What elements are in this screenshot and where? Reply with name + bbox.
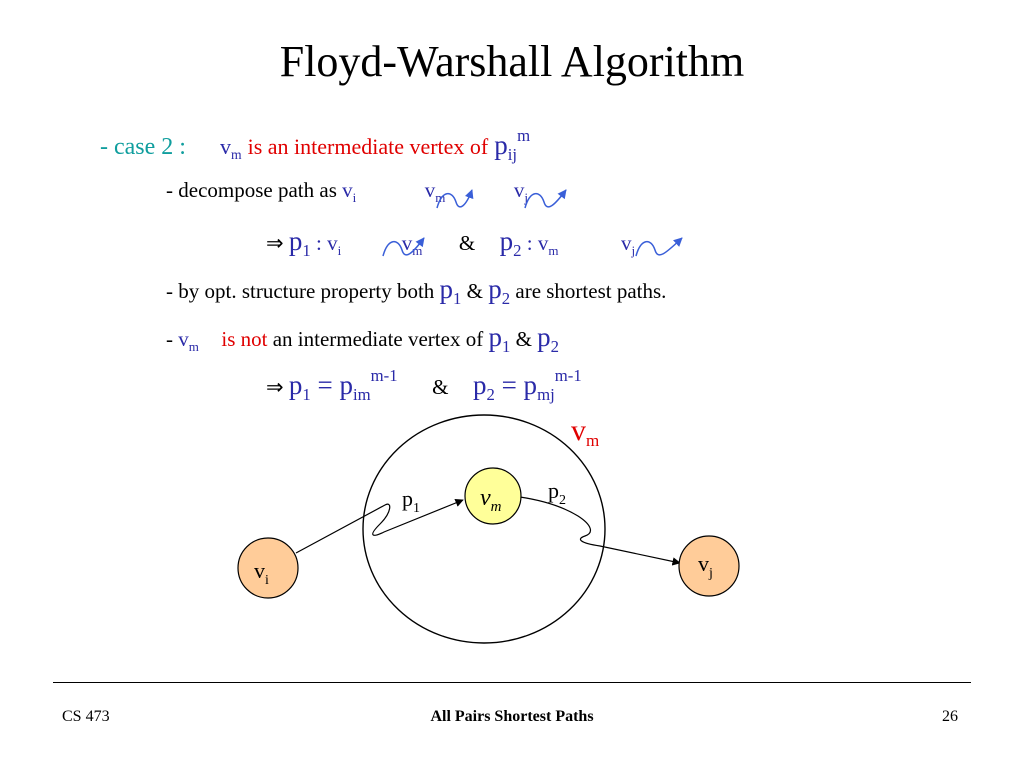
implies-line-2: ⇒ p1 = pimm-1 & p2 = pmjm-1	[266, 366, 582, 405]
vertex-vj	[678, 535, 740, 597]
ampersand: &	[515, 327, 532, 351]
path-p2	[519, 496, 681, 566]
pij-symbol: pijm	[494, 126, 531, 165]
p2-label: p2	[548, 478, 566, 508]
p1-label: p1	[402, 486, 420, 516]
wavy-arrow-icon	[635, 237, 683, 257]
dash: -	[166, 327, 179, 351]
case-line: - case 2 : vm is an intermediate vertex …	[100, 126, 531, 165]
decompose-text: - decompose path as	[166, 178, 337, 202]
vi-label: vi	[254, 558, 269, 588]
vj-symbol: vj	[621, 231, 636, 258]
not-intermediate-line: - vm is not an intermediate vertex of p1…	[166, 322, 560, 357]
p1-symbol: p1	[288, 226, 311, 261]
ampersand: &	[432, 375, 449, 399]
wavy-arrow-icon	[382, 237, 425, 257]
ampersand: &	[466, 279, 483, 303]
vm-symbol: vm	[424, 178, 446, 205]
set-label: vm	[571, 414, 599, 450]
vj-symbol: vj	[513, 178, 528, 205]
footer-divider	[53, 682, 971, 683]
vj-label: vj	[698, 551, 713, 581]
vm-label: vm	[480, 485, 502, 515]
path-p1	[295, 498, 464, 554]
vm-symbol: vm	[219, 134, 242, 163]
vi-symbol: vi	[342, 178, 357, 205]
not-intermediate-text: an intermediate vertex of	[272, 327, 484, 351]
ampersand: &	[458, 231, 476, 255]
p2-symbol: p2	[499, 226, 522, 261]
slide-number: 26	[942, 708, 958, 725]
p2-def: : vm	[521, 231, 559, 258]
vertex-set-circle	[362, 414, 606, 644]
implies-symbol: ⇒	[266, 231, 284, 255]
p1-symbol: p1	[439, 274, 462, 309]
p2-symbol: p2	[537, 322, 560, 357]
implies-line-1: ⇒ p1 : vi vm & p2 : vm vj	[266, 226, 636, 261]
p1-def: : vi	[310, 231, 342, 258]
implies-symbol: ⇒	[266, 375, 284, 399]
wavy-arrow-icon	[524, 189, 567, 209]
case-label: - case 2 :	[100, 134, 186, 160]
case-text: is an intermediate vertex of	[247, 134, 489, 159]
p1-equation: p1 = pimm-1	[288, 366, 398, 405]
footer-title: All Pairs Shortest Paths	[430, 708, 594, 725]
p2-equation: p2 = pmjm-1	[472, 366, 582, 405]
vm-symbol: vm	[401, 231, 423, 258]
decompose-line: - decompose path as vi vm vj	[166, 178, 528, 205]
course-code: CS 473	[62, 708, 110, 725]
wavy-arrow-icon	[436, 189, 474, 209]
structure-tail: are shortest paths.	[515, 279, 667, 303]
p2-symbol: p2	[488, 274, 511, 309]
vertex-vi	[237, 537, 299, 599]
slide-title: Floyd-Warshall Algorithm	[279, 37, 745, 86]
vertex-vm	[464, 467, 522, 525]
is-not-text: is not	[221, 327, 268, 351]
structure-text: - by opt. structure property both	[166, 279, 435, 303]
vm-symbol: vm	[178, 327, 199, 354]
p1-symbol: p1	[488, 322, 511, 357]
structure-line: - by opt. structure property both p1 & p…	[166, 274, 667, 309]
